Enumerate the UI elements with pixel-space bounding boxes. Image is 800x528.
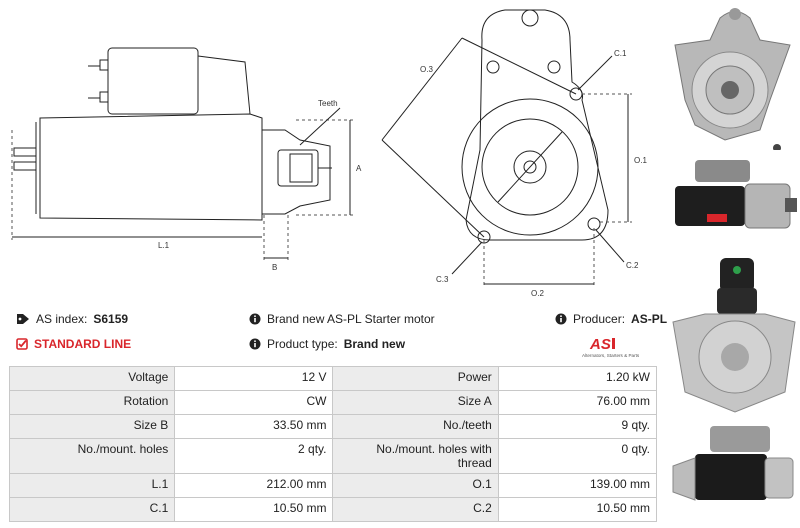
table-row: Voltage 12 V Power 1.20 kW	[8, 366, 658, 391]
spec-label: Voltage	[8, 366, 176, 391]
spec-value: 10.50 mm	[497, 497, 658, 522]
check-square-icon	[16, 338, 28, 350]
table-row: C.1 10.50 mm C.2 10.50 mm	[8, 497, 658, 522]
info-icon	[249, 338, 261, 350]
producer-label: Producer:	[573, 312, 626, 326]
spec-value: 1.20 kW	[497, 366, 658, 391]
label-teeth: Teeth	[318, 99, 338, 108]
label-o3: O.3	[420, 65, 433, 74]
technical-drawing: Teeth A L.1 B O.3 C.1 O.1 C.3 C.2 O.2	[11, 9, 647, 298]
spec-label: Rotation	[8, 390, 176, 415]
spec-label: No./mount. holes with thread	[332, 438, 499, 474]
spec-value: 2 qty.	[174, 438, 334, 474]
logo-mark: AS	[589, 336, 611, 353]
spec-label: C.2	[332, 497, 499, 522]
label-c3: C.3	[436, 275, 449, 284]
producer-row: Producer: AS-PL	[555, 312, 667, 326]
product-photo-rear	[665, 252, 800, 417]
info-icon	[555, 313, 567, 325]
spec-label: No./mount. holes	[8, 438, 176, 474]
logo-tagline: Alternators, Starters & Parts	[582, 353, 640, 358]
spec-value: 0 qty.	[497, 438, 658, 474]
standard-line-row: STANDARD LINE	[16, 337, 131, 351]
label-c1: C.1	[614, 49, 627, 58]
label-o2: O.2	[531, 289, 544, 298]
label-c2: C.2	[626, 261, 639, 270]
table-row: L.1 212.00 mm O.1 139.00 mm	[8, 473, 658, 498]
front-view-drawing	[461, 9, 609, 244]
label-b: B	[272, 263, 277, 272]
as-pl-logo: AS Alternators, Starters & Parts	[582, 336, 640, 358]
spec-value: CW	[174, 390, 334, 415]
table-row: No./mount. holes 2 qty. No./mount. holes…	[8, 438, 658, 474]
standard-line-label: STANDARD LINE	[34, 337, 132, 351]
description-text: Brand new AS-PL Starter motor	[267, 312, 435, 326]
producer-value: AS-PL	[631, 312, 668, 326]
as-index-row: AS index: S6159	[16, 312, 128, 326]
product-type-label: Product type:	[267, 337, 338, 351]
description-row: Brand new AS-PL Starter motor	[249, 312, 435, 326]
side-view-drawing	[13, 47, 332, 221]
spec-value: 212.00 mm	[174, 473, 334, 498]
spec-value: 139.00 mm	[497, 473, 658, 498]
info-icon	[249, 313, 261, 325]
table-row: Rotation CW Size A 76.00 mm	[8, 390, 658, 415]
label-l1: L.1	[158, 241, 170, 250]
spec-label: Power	[332, 366, 499, 391]
as-index-value: S6159	[93, 312, 129, 326]
spec-label: O.1	[332, 473, 499, 498]
product-photo-side	[665, 150, 800, 250]
spec-label: L.1	[8, 473, 176, 498]
spec-label: No./teeth	[332, 414, 499, 439]
label-a: A	[356, 164, 362, 173]
product-photo-angle	[665, 418, 800, 528]
spec-value: 9 qty.	[497, 414, 658, 439]
spec-value: 33.50 mm	[174, 414, 334, 439]
spec-label: Size A	[332, 390, 499, 415]
tag-icon	[17, 314, 29, 324]
product-type-value: Brand new	[343, 337, 406, 351]
spec-value: 12 V	[174, 366, 334, 391]
spec-value: 76.00 mm	[497, 390, 658, 415]
specs-table: Voltage 12 V Power 1.20 kW Rotation CW S…	[8, 366, 658, 522]
product-type-row: Product type: Brand new	[249, 337, 405, 351]
spec-label: C.1	[8, 497, 176, 522]
spec-label: Size B	[8, 414, 176, 439]
spec-value: 10.50 mm	[174, 497, 334, 522]
as-index-label: AS index:	[36, 312, 88, 326]
label-o1: O.1	[634, 156, 647, 165]
table-row: Size B 33.50 mm No./teeth 9 qty.	[8, 414, 658, 439]
product-photo-front	[665, 0, 800, 150]
